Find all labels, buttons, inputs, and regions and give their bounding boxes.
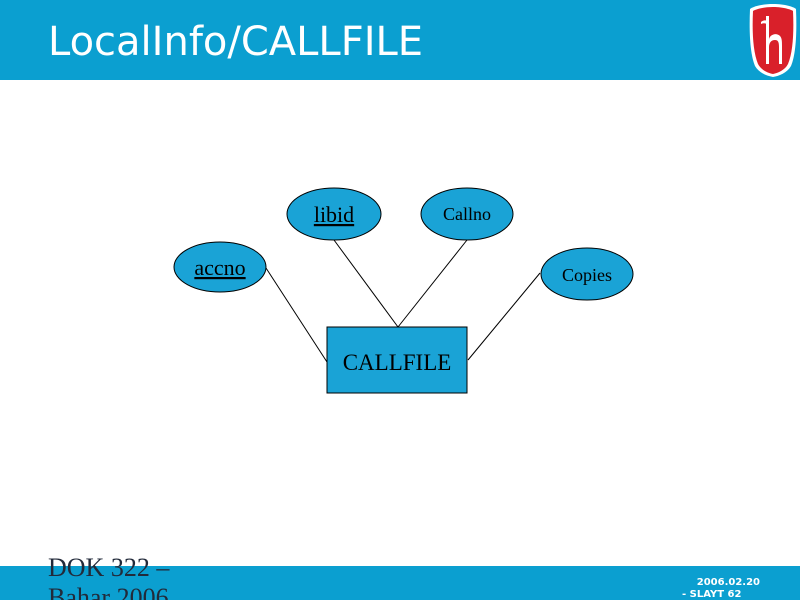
entity-callfile-label: CALLFILE [343,350,452,375]
footer-date: 2006.02.20 [696,577,760,588]
connector-copies [467,272,541,361]
attribute-accno: accno [173,241,267,293]
connector-callno [397,239,468,328]
connector-accno [265,267,328,363]
attribute-callno: Callno [420,187,514,241]
attribute-accno-label: accno [194,255,245,280]
course-label: DOK 322 – Bahar 2006 [48,553,198,600]
footer-bar [0,566,800,600]
page-title: LocalInfo/CALLFILE [48,19,424,65]
course-line-2: Bahar 2006 [48,583,169,600]
attribute-libid-label: libid [314,202,354,227]
slide-number: - SLAYT 62 [682,590,742,600]
attribute-copies: Copies [540,247,634,301]
attribute-libid: libid [286,187,382,241]
attribute-copies-label: Copies [562,265,612,285]
er-diagram: CALLFILE libid Callno accno Copies [173,187,634,394]
course-line-1: DOK 322 – [48,553,170,582]
university-logo-icon [749,4,797,77]
connector-libid [333,239,399,328]
entity-callfile: CALLFILE [326,326,468,394]
attribute-callno-label: Callno [443,204,491,224]
header-bar [0,0,800,80]
